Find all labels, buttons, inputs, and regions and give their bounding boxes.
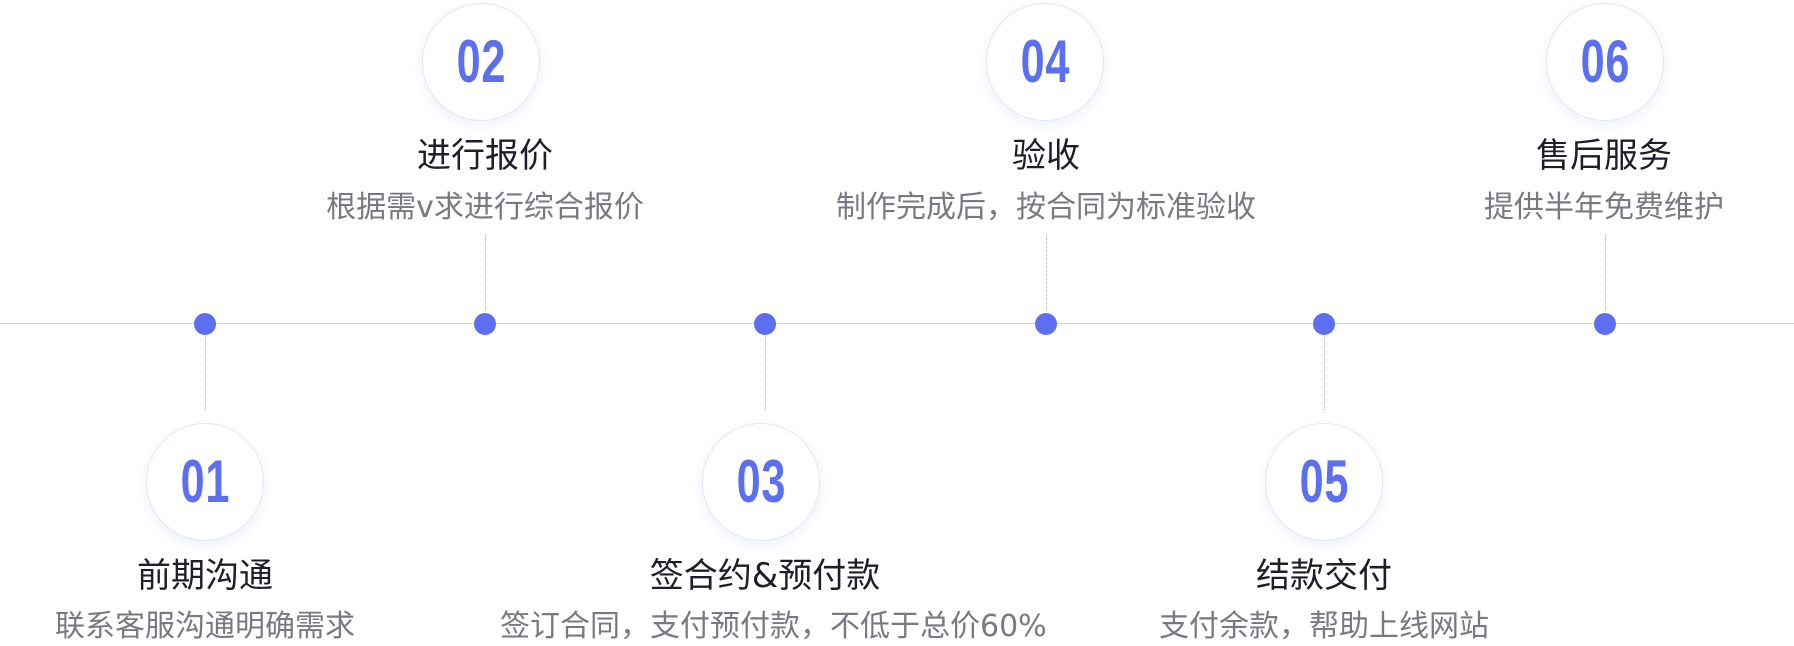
step-description: 制作完成后，按合同为标准验收	[836, 190, 1256, 225]
connector-line	[1324, 337, 1325, 410]
timeline-dot	[1035, 313, 1057, 335]
connector-line	[205, 337, 206, 410]
timeline-dot	[754, 313, 776, 335]
step-number: 05	[1299, 448, 1349, 515]
step-description: 签订合同，支付预付款，不低于总价60%	[500, 609, 1047, 644]
connector-line	[765, 337, 766, 410]
connector-line	[485, 235, 486, 310]
step-number: 02	[456, 28, 506, 95]
step-title: 验收	[1012, 136, 1080, 176]
step-number: 03	[736, 448, 786, 515]
step-number: 04	[1020, 28, 1070, 95]
step-number-badge: 03	[702, 423, 820, 541]
step-number-badge: 06	[1546, 3, 1664, 121]
step-title: 结款交付	[1256, 556, 1392, 596]
step-title: 售后服务	[1536, 136, 1672, 176]
step-description: 提供半年免费维护	[1484, 190, 1724, 225]
step-number-badge: 05	[1265, 423, 1383, 541]
step-description: 联系客服沟通明确需求	[55, 609, 355, 644]
step-title: 签合约&预付款	[649, 556, 881, 596]
connector-line	[1605, 235, 1606, 310]
step-description: 根据需v求进行综合报价	[326, 190, 644, 225]
step-number: 01	[180, 448, 230, 515]
connector-line	[1046, 235, 1047, 310]
step-number-badge: 04	[986, 3, 1104, 121]
step-description: 支付余款，帮助上线网站	[1159, 609, 1489, 644]
timeline-dot	[474, 313, 496, 335]
timeline-dot	[1313, 313, 1335, 335]
step-number: 06	[1580, 28, 1630, 95]
step-number-badge: 02	[422, 3, 540, 121]
timeline-dot	[1594, 313, 1616, 335]
step-number-badge: 01	[146, 423, 264, 541]
timeline-dot	[194, 313, 216, 335]
step-title: 前期沟通	[137, 556, 273, 596]
timeline-line	[0, 323, 1794, 324]
step-title: 进行报价	[417, 136, 553, 176]
